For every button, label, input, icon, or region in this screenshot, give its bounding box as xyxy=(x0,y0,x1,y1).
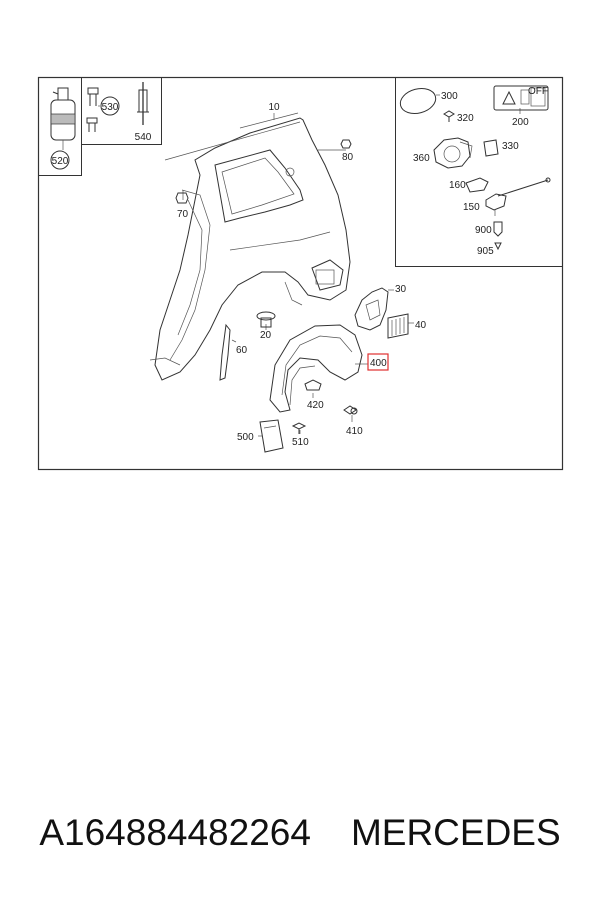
side-panel-10 xyxy=(149,112,351,381)
screw-510 xyxy=(291,422,307,434)
callout-70[interactable]: 70 xyxy=(177,209,189,220)
bolt-530 xyxy=(86,87,120,132)
trim-strip-60 xyxy=(219,323,231,381)
bracket-30 xyxy=(354,287,389,331)
callout-60[interactable]: 60 xyxy=(236,345,248,356)
caption-bar: A164884482264 MERCEDES xyxy=(0,808,600,858)
callout-520[interactable]: 520 xyxy=(52,156,69,167)
part-number: A164884482264 xyxy=(39,812,311,853)
callout-40[interactable]: 40 xyxy=(415,320,427,331)
callout-330[interactable]: 330 xyxy=(502,141,519,152)
nut-420 xyxy=(304,379,322,391)
diagram-frame xyxy=(37,76,564,471)
warning-label-200: OFF xyxy=(493,85,549,111)
clip-80 xyxy=(340,139,352,149)
fuel-door-300 xyxy=(399,88,440,114)
rivet-540 xyxy=(137,82,149,125)
callout-540[interactable]: 540 xyxy=(135,132,152,143)
callout-160[interactable]: 160 xyxy=(449,180,466,191)
parts-diagram: OFF 10 80 70 20 60 30 40 400 420 410 510… xyxy=(37,76,564,471)
callout-10[interactable]: 10 xyxy=(268,102,280,113)
callout-150[interactable]: 150 xyxy=(463,202,480,213)
cable-150 xyxy=(485,177,551,216)
callout-80[interactable]: 80 xyxy=(342,152,354,163)
callout-410[interactable]: 410 xyxy=(346,426,363,437)
brand-name: MERCEDES xyxy=(350,812,561,853)
inset-box-right xyxy=(395,77,563,267)
callout-360[interactable]: 360 xyxy=(413,153,430,164)
wheel-arch-liner-400 xyxy=(269,324,363,413)
spray-can-520 xyxy=(50,87,76,170)
clip-70 xyxy=(175,192,189,204)
bulb-900 xyxy=(493,221,503,237)
inset-box-middle xyxy=(81,77,162,145)
callout-530[interactable]: 530 xyxy=(102,102,119,113)
callout-510[interactable]: 510 xyxy=(292,437,309,448)
grommet-20 xyxy=(256,311,276,328)
callout-900[interactable]: 900 xyxy=(475,225,492,236)
actuator-160 xyxy=(465,177,489,193)
callout-905[interactable]: 905 xyxy=(477,246,494,257)
screw-905 xyxy=(494,242,502,251)
screw-320 xyxy=(443,110,455,122)
callout-30[interactable]: 30 xyxy=(395,284,407,295)
mud-flap-500 xyxy=(259,419,284,453)
callout-20[interactable]: 20 xyxy=(260,330,272,341)
filler-housing-360 xyxy=(433,137,473,169)
highlight-box-400[interactable] xyxy=(367,353,389,371)
callout-200[interactable]: 200 xyxy=(512,117,529,128)
callout-300[interactable]: 300 xyxy=(441,91,458,102)
warning-label-text: OFF xyxy=(528,86,548,97)
screw-410 xyxy=(343,405,358,415)
callout-320[interactable]: 320 xyxy=(457,113,474,124)
callout-400[interactable]: 400 xyxy=(370,358,387,369)
callout-420[interactable]: 420 xyxy=(307,400,324,411)
vent-grille-40 xyxy=(387,313,409,339)
callout-500[interactable]: 500 xyxy=(237,432,254,443)
cover-330 xyxy=(483,139,499,157)
